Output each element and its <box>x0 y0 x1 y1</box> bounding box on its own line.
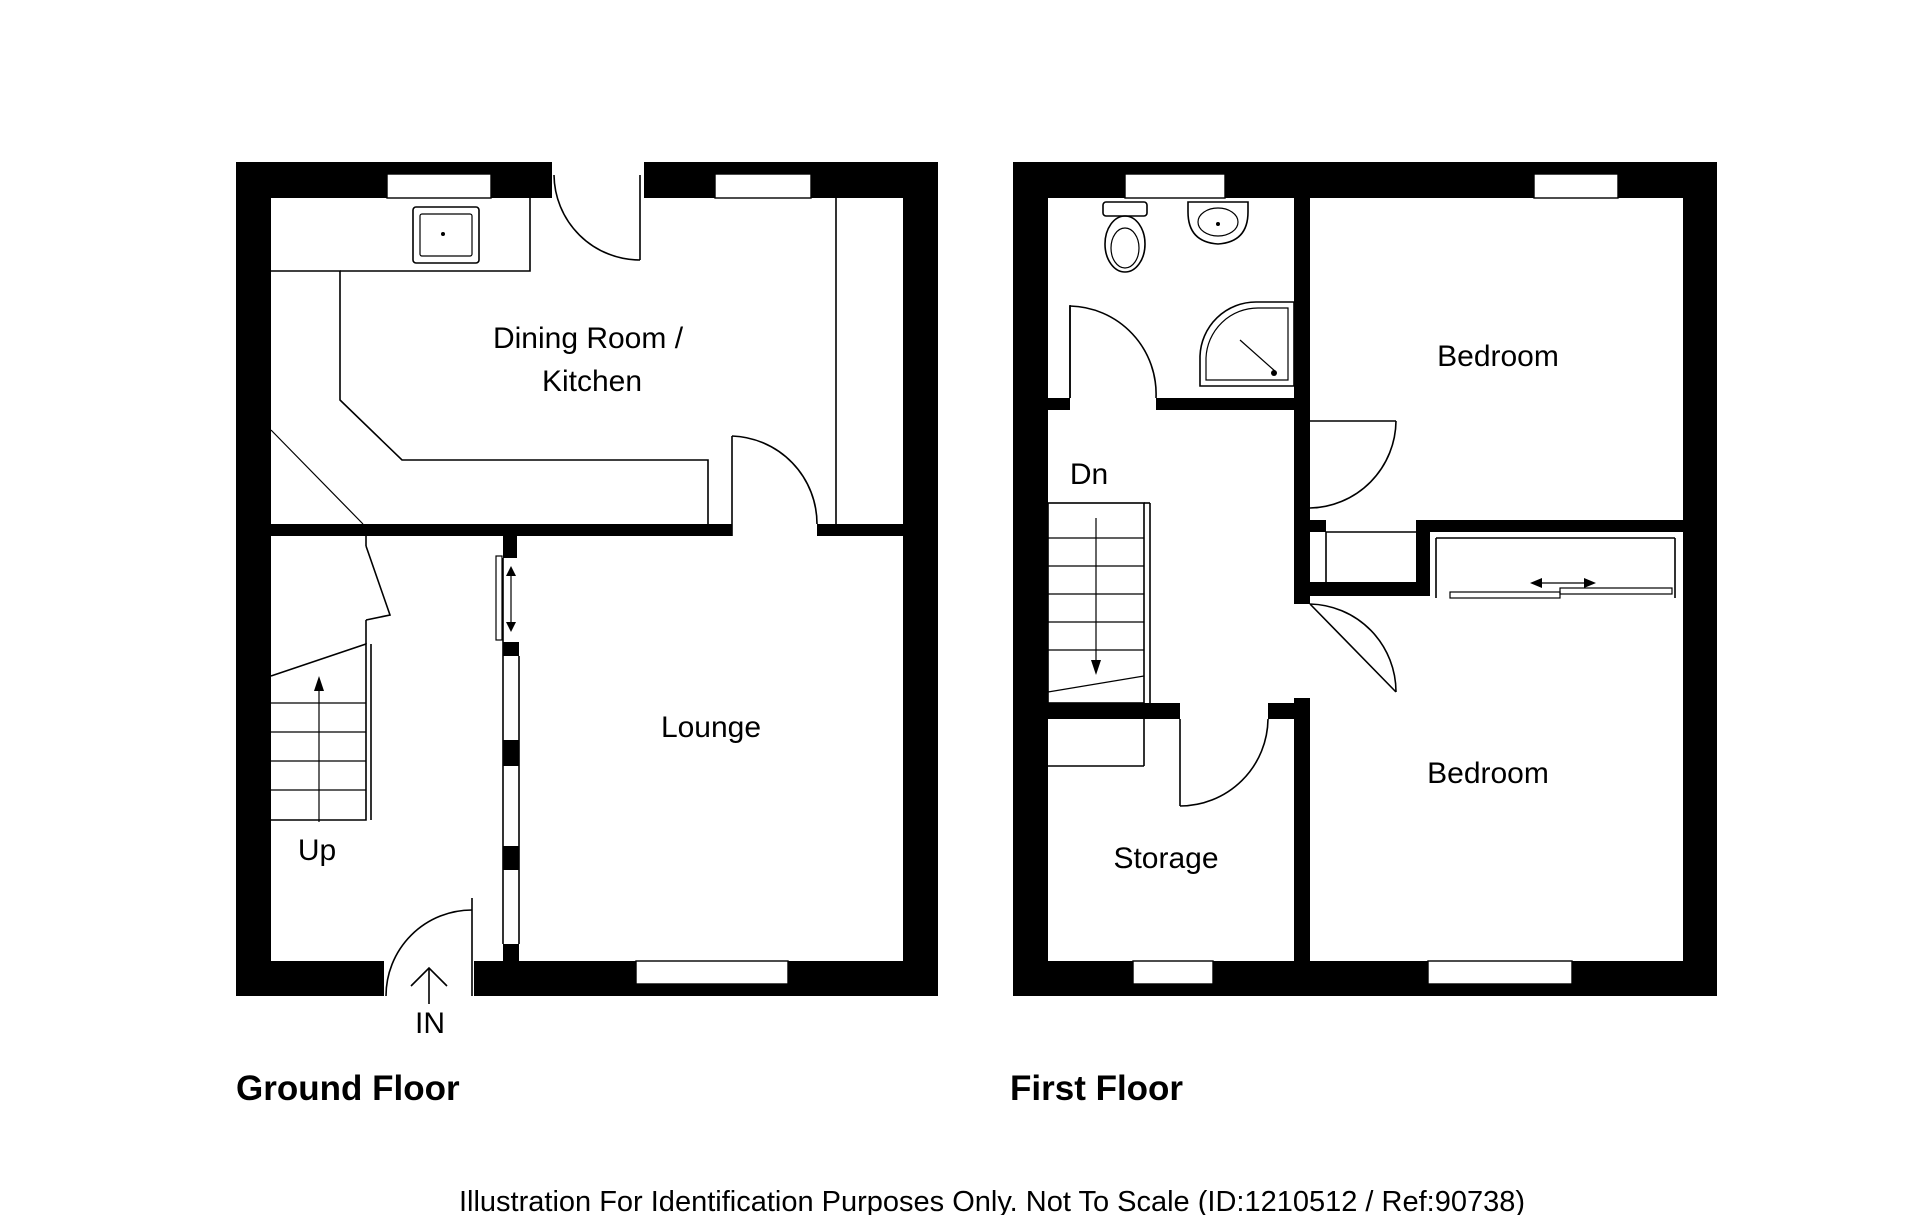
dining-kitchen-label-line1: Dining Room / <box>493 322 684 355</box>
first-floor-title: First Floor <box>1010 1069 1183 1108</box>
window-lounge <box>635 960 789 985</box>
ground-floor-outer-walls <box>236 162 938 996</box>
disclaimer-text: Illustration For Identification Purposes… <box>459 1186 1525 1215</box>
washbasin-icon <box>1187 201 1249 245</box>
window-bedroom-top <box>1533 173 1619 199</box>
window-storage <box>1132 960 1214 985</box>
kitchen-sink <box>412 206 480 264</box>
bedroom-2-door-leaf <box>1309 603 1397 693</box>
bedroom-1-label: Bedroom <box>1437 340 1559 373</box>
lounge-label: Lounge <box>661 711 761 744</box>
wall-bathroom-left <box>1048 398 1070 410</box>
wardrobe <box>1435 537 1676 599</box>
wall-bathroom-right <box>1294 198 1310 421</box>
wall-hall-lounge-bottom <box>503 944 519 961</box>
window-bedroom-bottom <box>1427 960 1573 985</box>
wall-between-bedrooms <box>1416 520 1683 532</box>
shower-icon <box>1199 301 1295 387</box>
ground-floor-plan <box>236 158 938 1004</box>
wall-storage-top-left <box>1048 703 1180 719</box>
wall-hall-lounge-top <box>503 536 517 558</box>
window-bathroom <box>1124 173 1226 199</box>
sliding-door-hall <box>495 555 503 641</box>
window-kitchen-top-right <box>714 173 812 199</box>
entrance-label: IN <box>415 1007 445 1040</box>
stairs-down <box>1047 502 1151 704</box>
window-kitchen-top-left <box>386 173 492 199</box>
stairs-up-label: Up <box>298 834 336 867</box>
wall-landing-bedroom-upper <box>1294 421 1310 515</box>
wall-hall-lounge-mid3 <box>503 846 519 870</box>
wall-hall-lounge-mid2 <box>503 740 519 766</box>
wall-bathroom-bottom <box>1156 398 1294 410</box>
wall-landing-bedroom-lower <box>1294 698 1310 961</box>
bedroom-2-label: Bedroom <box>1427 757 1549 790</box>
wall-hall-lounge-mid1 <box>503 642 519 656</box>
wall-kitchen-lounge <box>817 524 903 536</box>
dining-kitchen-label-line2: Kitchen <box>542 365 642 398</box>
stairs-down-label: Dn <box>1070 458 1108 491</box>
wall-storage-top-right <box>1268 703 1294 719</box>
wall-kitchen-hall <box>271 524 732 536</box>
toilet-icon <box>1102 201 1148 273</box>
back-door-gap <box>552 158 644 202</box>
entrance-arrow-icon <box>410 966 448 1004</box>
kitchen-worktop <box>271 270 709 524</box>
first-floor-plan <box>1013 162 1717 996</box>
storage-label: Storage <box>1113 842 1218 875</box>
ground-floor-title: Ground Floor <box>236 1069 460 1108</box>
stairs-up <box>270 642 372 822</box>
